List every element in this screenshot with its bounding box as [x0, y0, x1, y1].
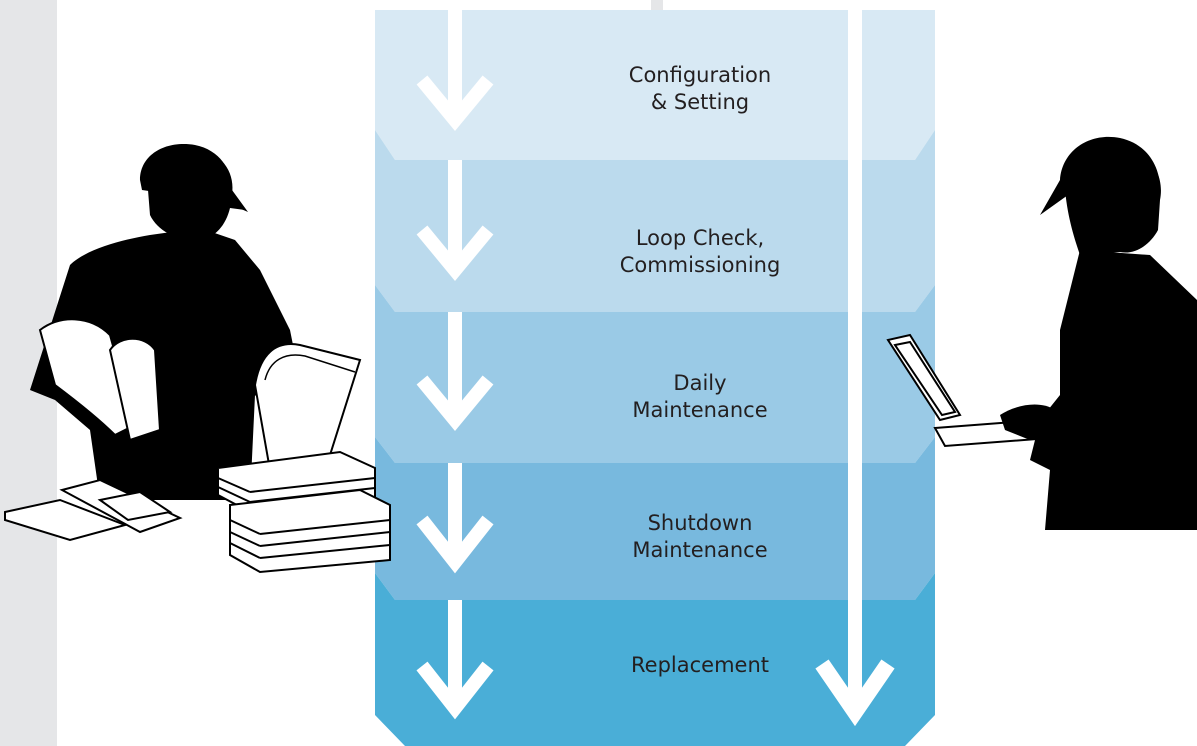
stage-label-line: Maintenance: [632, 538, 768, 562]
stage-band-daily-maintenance: [375, 285, 935, 463]
stage-label-line: Shutdown: [647, 511, 753, 535]
stage-label-loop-check: Loop Check, Commissioning: [540, 225, 860, 279]
down-arrow-icon: [416, 312, 494, 431]
stage-label-line: Daily: [673, 371, 727, 395]
stage-band-shutdown-maintenance: [375, 437, 935, 600]
stage-label-shutdown-maintenance: Shutdown Maintenance: [540, 510, 860, 564]
down-arrow-icon: [416, 600, 494, 720]
stage-label-line: & Setting: [650, 90, 750, 114]
down-arrow-icon: [416, 463, 494, 574]
stage-label-daily-maintenance: Daily Maintenance: [540, 370, 860, 424]
lifecycle-arrow: [815, 0, 895, 727]
down-arrow-icon: [416, 160, 494, 281]
stage-label-line: Replacement: [631, 653, 769, 677]
stage-label-line: Commissioning: [619, 253, 781, 277]
stage-label-line: Maintenance: [632, 398, 768, 422]
stage-band-configuration: [375, 10, 935, 160]
stage-arrows: [416, 8, 494, 720]
stage-label-line: Configuration: [628, 63, 772, 87]
stage-label-line: Loop Check,: [635, 226, 765, 250]
stage-band-replacement: [375, 573, 935, 746]
stage-label-configuration: Configuration & Setting: [540, 62, 860, 116]
down-arrow-icon: [416, 8, 494, 131]
worker-with-laptop-icon: [886, 136, 1197, 530]
stage-bands: [375, 10, 935, 746]
stage-label-replacement: Replacement: [540, 652, 860, 679]
worker-with-documents-icon: [4, 144, 391, 574]
top-gray-notch: [651, 0, 663, 10]
stage-band-loop-check: [375, 130, 935, 312]
